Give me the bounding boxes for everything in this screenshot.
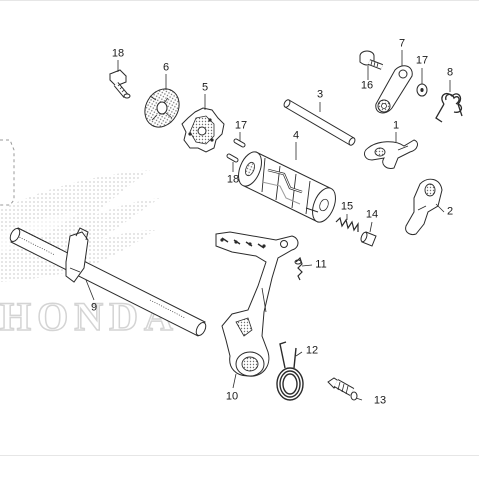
part-18-dowel-pin-lower[interactable]	[226, 153, 239, 163]
part-19-bolt[interactable]	[109, 69, 131, 99]
callout-11[interactable]: 11	[315, 258, 327, 271]
leader-14	[369, 221, 373, 233]
callout-12[interactable]: 12	[305, 344, 319, 357]
part-8-stopper-spring[interactable]	[435, 92, 463, 123]
leader-2	[435, 203, 445, 213]
watermark-logo: HONDA	[0, 170, 174, 340]
part-13-stud-bolt[interactable]	[327, 377, 358, 401]
part-4-shift-drum[interactable]	[234, 149, 340, 226]
leader-11	[301, 264, 313, 267]
callout-19[interactable]: 18	[111, 47, 125, 60]
callout-14[interactable]: 14	[365, 208, 379, 221]
part-14-pin[interactable]	[360, 231, 377, 247]
part-11-return-spring[interactable]	[294, 256, 303, 281]
part-6-drum-plate[interactable]	[138, 83, 186, 134]
callout-7[interactable]: 7	[398, 37, 406, 50]
top-divider	[0, 0, 479, 1]
case-outline-dashed	[0, 139, 15, 206]
callout-2[interactable]: 2	[446, 205, 454, 218]
callout-6[interactable]: 6	[162, 61, 170, 74]
callout-1[interactable]: 1	[392, 119, 400, 132]
leader-12	[295, 351, 303, 357]
callout-9[interactable]: 9	[90, 301, 98, 314]
callout-10[interactable]: 10	[225, 390, 239, 403]
leader-13	[355, 397, 363, 401]
part-2-shift-fork[interactable]	[405, 178, 443, 235]
callout-4[interactable]: 4	[292, 129, 300, 142]
callout-8[interactable]: 8	[446, 66, 454, 79]
leader-lines	[85, 50, 451, 401]
part-5-star-plate[interactable]	[181, 107, 225, 153]
callout-18-lower[interactable]: 18	[226, 173, 240, 186]
part-18-dowel-pin-upper[interactable]	[233, 138, 246, 148]
callout-3[interactable]: 3	[316, 88, 324, 101]
callout-15[interactable]: 15	[340, 200, 354, 213]
part-7-stopper-arm[interactable]	[375, 65, 413, 114]
bottom-divider	[0, 455, 479, 456]
part-16-bolt[interactable]	[359, 50, 384, 70]
part-3-fork-shaft[interactable]	[283, 99, 356, 146]
part-9-gearshift-spindle[interactable]	[8, 227, 207, 337]
callout-5[interactable]: 5	[201, 81, 209, 94]
leader-10	[232, 373, 237, 389]
callout-13[interactable]: 13	[373, 394, 387, 407]
part-15-spring[interactable]	[335, 216, 359, 232]
part-12-torsion-spring[interactable]	[276, 341, 304, 401]
part-10-gearshift-arm[interactable]	[215, 231, 299, 377]
leader-9	[85, 279, 95, 301]
callout-16[interactable]: 16	[360, 79, 374, 92]
part-1-shift-fork[interactable]	[364, 139, 418, 169]
callout-17[interactable]: 17	[415, 54, 429, 67]
part-17-washer[interactable]	[416, 83, 428, 97]
callout-18-upper[interactable]: 17	[234, 119, 248, 132]
